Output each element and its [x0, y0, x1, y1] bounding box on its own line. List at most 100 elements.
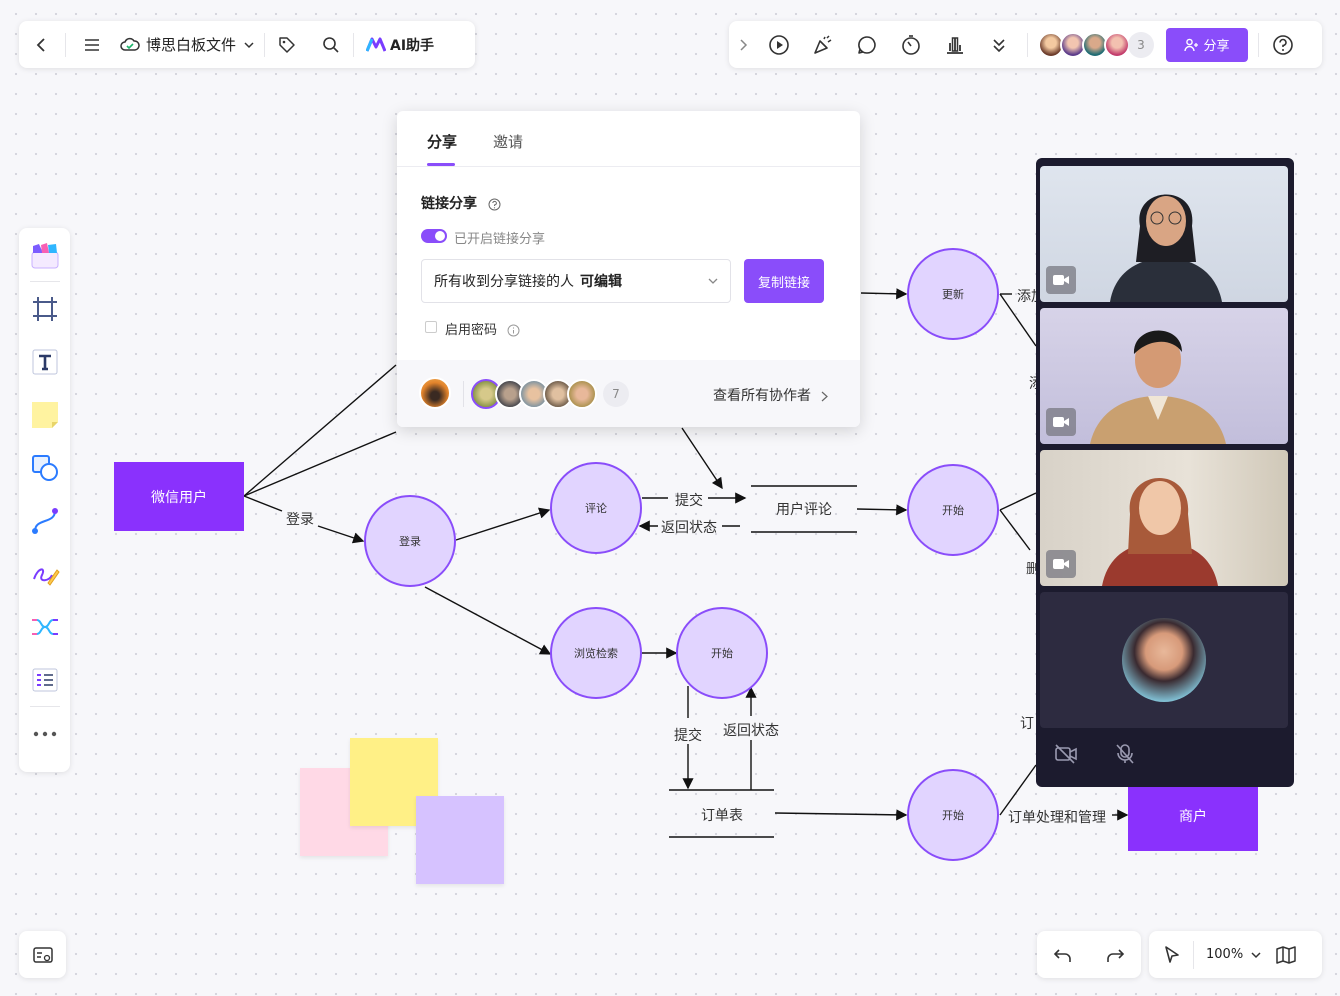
comment-button[interactable] [845, 34, 889, 56]
pen-tool[interactable] [19, 547, 70, 600]
chevron-right-icon [821, 391, 829, 402]
divider [463, 381, 464, 407]
mindmap-tool[interactable] [19, 600, 70, 653]
toggle-camera-button[interactable] [1054, 744, 1078, 768]
avatar [567, 379, 597, 409]
frame-tool[interactable] [19, 282, 70, 335]
start-node-bottom[interactable]: 开始 [907, 769, 999, 861]
play-icon [768, 34, 790, 56]
map-button[interactable] [1275, 945, 1297, 964]
tab-share[interactable]: 分享 [427, 133, 458, 151]
video-tile[interactable] [1040, 450, 1288, 586]
mindmap-icon [29, 612, 61, 642]
start-node-right[interactable]: 开始 [907, 464, 999, 556]
update-node[interactable]: 更新 [907, 248, 999, 340]
undo-button[interactable] [1053, 946, 1073, 964]
ai-assistant-button[interactable]: AI助手 [354, 21, 446, 68]
edge-label-order: 订 [1020, 716, 1034, 732]
link-share-toggle[interactable] [421, 229, 447, 243]
divider [1258, 32, 1259, 57]
video-tile-camera-off[interactable] [1040, 592, 1288, 728]
sticky-note-tool[interactable] [19, 388, 70, 441]
menu-button[interactable] [66, 21, 118, 68]
help-button[interactable] [1259, 34, 1307, 56]
camera-status [1046, 266, 1076, 294]
minimap-button[interactable] [19, 931, 66, 978]
present-button[interactable] [757, 34, 801, 56]
search-button[interactable] [309, 21, 353, 68]
owner-avatar[interactable] [419, 377, 451, 409]
file-name-dropdown[interactable]: 博思白板文件 [118, 21, 264, 68]
comment-icon [856, 34, 878, 56]
collaborators-footer: 7 查看所有协作者 [397, 360, 860, 427]
vote-button[interactable] [933, 34, 977, 56]
video-tile[interactable] [1040, 308, 1288, 444]
share-label: 分享 [1203, 39, 1230, 54]
more-tools-button[interactable] [977, 37, 1021, 53]
chevron-down-icon[interactable] [1251, 951, 1261, 959]
merchant-block[interactable]: 商户 [1128, 781, 1258, 851]
view-all-collaborators-link[interactable]: 查看所有协作者 [713, 385, 829, 405]
link-share-title: 链接分享 [421, 193, 501, 213]
table-icon [30, 665, 60, 695]
camera-icon [1052, 274, 1070, 286]
table-tool[interactable] [19, 653, 70, 706]
tag-button[interactable] [265, 21, 309, 68]
search-icon [322, 36, 340, 54]
copy-link-button[interactable]: 复制链接 [744, 259, 824, 303]
file-name: 博思白板文件 [146, 36, 237, 54]
edge-label-delete: 删 [1026, 562, 1040, 577]
permission-text: 所有收到分享链接的人 [434, 274, 574, 290]
datastore-user-comment: 用户评论 [776, 502, 832, 518]
more-tools-button[interactable] [19, 707, 70, 760]
start-node-mid[interactable]: 开始 [676, 607, 768, 699]
edge-label-return-status: 返回状态 [661, 520, 717, 536]
browse-node[interactable]: 浏览检索 [550, 607, 642, 699]
connector-tool[interactable] [19, 494, 70, 547]
login-node[interactable]: 登录 [364, 495, 456, 587]
password-label: 启用密码 [445, 323, 498, 338]
participant-avatar [1122, 618, 1206, 702]
collapse-icon [738, 38, 748, 52]
help-icon[interactable] [488, 198, 501, 211]
collaborator-avatars[interactable] [471, 379, 597, 409]
text-tool[interactable] [19, 335, 70, 388]
camera-off-icon [1054, 744, 1078, 764]
shape-tool[interactable] [19, 441, 70, 494]
sticky-note-purple[interactable] [416, 796, 504, 884]
frame-icon [31, 295, 59, 323]
celebrate-button[interactable] [801, 34, 845, 56]
redo-button[interactable] [1105, 946, 1125, 964]
back-button[interactable] [19, 21, 65, 68]
divider [65, 32, 66, 57]
tab-invite[interactable]: 邀请 [493, 133, 524, 151]
link-share-title-text: 链接分享 [421, 196, 477, 212]
templates-icon [30, 240, 60, 270]
link-share-status: 已开启链接分享 [454, 232, 546, 247]
datastore-order-table: 订单表 [701, 808, 743, 824]
timer-button[interactable] [889, 34, 933, 56]
collaborator-avatars[interactable]: 3 [1038, 31, 1154, 58]
templates-tool[interactable] [19, 228, 70, 281]
comment-node[interactable]: 评论 [550, 462, 642, 554]
info-icon[interactable] [507, 324, 520, 337]
video-tile[interactable] [1040, 166, 1288, 302]
view-all-label: 查看所有协作者 [713, 388, 811, 404]
select-tool-button[interactable] [1163, 945, 1181, 965]
edge-label-submit: 提交 [675, 493, 703, 509]
collapse-button[interactable] [729, 38, 757, 52]
video-call-panel [1036, 158, 1294, 787]
wechat-user-block[interactable]: 微信用户 [114, 462, 244, 531]
toggle-mic-button[interactable] [1114, 743, 1136, 769]
tag-icon [278, 36, 296, 54]
left-toolbar [19, 228, 70, 772]
divider [29, 281, 60, 282]
permission-select[interactable]: 所有收到分享链接的人 可编辑 [421, 259, 731, 303]
edge-label-login: 登录 [286, 512, 314, 528]
participant-video [1102, 477, 1218, 586]
password-checkbox[interactable] [425, 321, 437, 333]
share-button[interactable]: 分享 [1166, 27, 1248, 62]
participant-video [1090, 330, 1226, 444]
zoom-level[interactable]: 100% [1206, 947, 1244, 962]
